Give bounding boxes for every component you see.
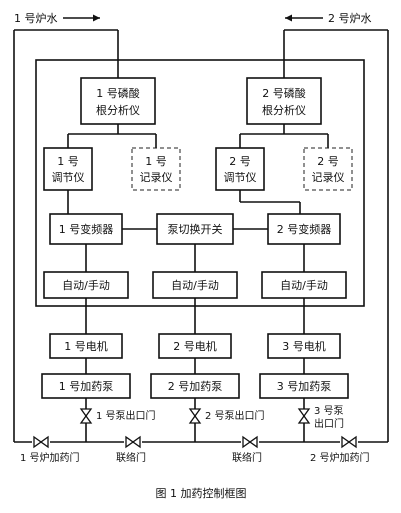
pump-1-outlet-valve-icon-lower: [79, 414, 93, 424]
dosing-pump-3: [259, 373, 349, 399]
auto-manual-3-label: 自动/手动: [280, 278, 328, 292]
tie-valve-2-icon-right: [248, 435, 258, 449]
control-panel-frame: [35, 59, 365, 307]
analyzer-2: [246, 77, 322, 125]
recorder-2: [303, 147, 353, 191]
furnace-1-dosing-valve-icon: [33, 435, 43, 449]
dosing-pump-1-label: 1 号加药泵: [59, 380, 114, 393]
analyzer-2-line2: 根分析仪: [262, 103, 306, 117]
dosing-pump-1: [41, 373, 131, 399]
motor-2: [158, 333, 232, 359]
analyzer-1: [80, 77, 156, 125]
dosing-pump-2: [150, 373, 240, 399]
water-label-2: 2 号炉水: [328, 12, 372, 25]
pump-3-outlet-valve-label-1: 3 号泵: [314, 405, 344, 417]
dosing-pump-2-label: 2 号加药泵: [168, 380, 223, 393]
furnace-2-dosing-valve-icon-right: [347, 435, 357, 449]
regulator-2-line1: 2 号: [229, 155, 251, 168]
recorder-1-line2: 记录仪: [140, 171, 173, 184]
pump-2-outlet-valve-icon-lower: [188, 414, 202, 424]
recorder-2-line2: 记录仪: [312, 171, 345, 184]
regulator-1-line2: 调节仪: [52, 171, 85, 184]
regulator-2-line2: 调节仪: [224, 171, 257, 184]
tie-valve-1-label: 联络门: [116, 451, 146, 464]
furnace-2-dosing-valve-label: 2 号炉加药门: [310, 451, 370, 464]
pump-1-outlet-valve-icon: [79, 408, 93, 418]
analyzer-2-line1: 2 号磷酸: [262, 86, 306, 100]
motor-3-label: 3 号电机: [282, 339, 326, 353]
arrow-right: [93, 14, 100, 22]
pump-1-outlet-valve-label: 1 号泵出口门: [96, 409, 156, 422]
recorder-1: [131, 147, 181, 191]
analyzer-1-line2: 根分析仪: [96, 103, 140, 117]
figure-caption: 图 1 加药控制框图: [156, 486, 247, 500]
regulator-1-line1: 1 号: [57, 155, 79, 168]
dosing-pump-3-label: 3 号加药泵: [277, 380, 332, 393]
tie-valve-1-icon: [125, 435, 135, 449]
motor-2-label: 2 号电机: [173, 339, 217, 353]
vfd-1-label: 1 号变频器: [59, 222, 114, 236]
furnace-2-dosing-valve-icon: [341, 435, 351, 449]
arrow-left: [285, 14, 292, 22]
tie-valve-1-icon-right: [131, 435, 141, 449]
tie-valve-2-label: 联络门: [232, 451, 262, 464]
tie-valve-2-icon: [242, 435, 252, 449]
recorder-2-line1: 2 号: [317, 155, 339, 168]
vfd-2-label: 2 号变频器: [277, 222, 332, 236]
motor-1: [49, 333, 123, 359]
vfd-2: [267, 213, 341, 245]
pump-3-outlet-valve-icon-lower: [297, 414, 311, 424]
furnace-1-dosing-valve-label: 1 号炉加药门: [20, 451, 80, 464]
water-label-1: 1 号炉水: [14, 12, 58, 25]
pump-2-outlet-valve-icon: [188, 408, 202, 418]
auto-manual-2-label: 自动/手动: [171, 278, 219, 292]
analyzer-1-line1: 1 号磷酸: [96, 86, 140, 100]
pump-3-outlet-valve-label-2: 出口门: [314, 417, 344, 430]
motor-1-label: 1 号电机: [64, 339, 108, 353]
auto-manual-1-label: 自动/手动: [62, 278, 110, 292]
pump-2-outlet-valve-label: 2 号泵出口门: [205, 409, 265, 422]
furnace-1-dosing-valve-icon-right: [39, 435, 49, 449]
recorder-1-line1: 1 号: [145, 155, 167, 168]
pump-3-outlet-valve-icon: [297, 408, 311, 418]
pump-switch-label: 泵切换开关: [168, 222, 223, 236]
